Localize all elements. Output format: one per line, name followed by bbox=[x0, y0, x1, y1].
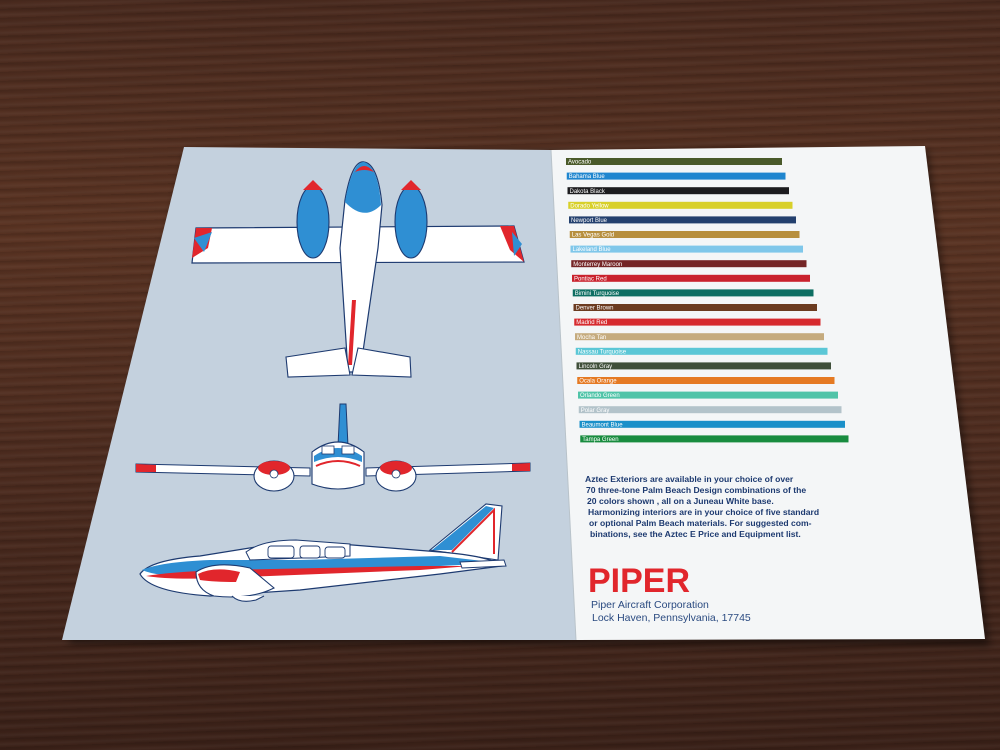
color-swatch-label: Bimini Turquoise bbox=[575, 291, 620, 297]
color-swatch-label: Ocala Orange bbox=[579, 379, 617, 385]
color-swatch-label: Bahama Blue bbox=[569, 174, 606, 180]
color-swatch-label: Polar Gray bbox=[581, 408, 610, 414]
left-panel bbox=[62, 147, 576, 640]
color-swatch-label: Avocado bbox=[568, 160, 592, 166]
color-swatch bbox=[566, 158, 782, 165]
color-swatch-label: Dorado Yellow bbox=[570, 203, 609, 209]
color-swatch bbox=[578, 391, 838, 399]
description-line: binations, see the Aztec E Price and Equ… bbox=[590, 529, 801, 539]
fold-line bbox=[550, 149, 577, 641]
color-swatch bbox=[580, 435, 849, 443]
color-swatch bbox=[572, 274, 810, 282]
color-swatch-label: Lakeland Blue bbox=[573, 247, 612, 253]
color-swatch-label: Madrid Red bbox=[576, 320, 607, 326]
plane-side-view bbox=[139, 503, 507, 602]
description-line: or optional Palm Beach materials. For su… bbox=[589, 518, 812, 528]
color-swatch-label: Dakota Black bbox=[570, 189, 606, 195]
color-swatch bbox=[576, 362, 831, 370]
color-swatch-label: Las Vegas Gold bbox=[572, 233, 614, 239]
color-swatch bbox=[567, 187, 789, 195]
color-swatch bbox=[569, 216, 796, 224]
color-swatch bbox=[573, 304, 817, 311]
color-swatch-label: Mocha Tan bbox=[577, 335, 606, 341]
color-swatch bbox=[575, 333, 824, 341]
company-address: Lock Haven, Pennsylvania, 17745 bbox=[592, 612, 751, 624]
company-name: Piper Aircraft Corporation bbox=[591, 599, 709, 611]
plane-front-view bbox=[135, 403, 531, 492]
color-swatch bbox=[578, 406, 842, 414]
color-swatch-label: Orlando Green bbox=[580, 393, 620, 399]
description-line: 20 colors shown , all on a Juneau White … bbox=[587, 496, 774, 506]
color-swatch bbox=[566, 172, 786, 180]
description-line: Harmonizing interiors are in your choice… bbox=[588, 507, 819, 517]
color-swatch-label: Lincoln Gray bbox=[579, 364, 613, 370]
description-line: Aztec Exteriors are available in your ch… bbox=[585, 474, 794, 484]
color-swatch-label: Monterrey Maroon bbox=[573, 262, 622, 268]
color-swatch bbox=[568, 201, 793, 209]
color-swatch bbox=[571, 260, 807, 268]
color-swatch-label: Denver Brown bbox=[576, 306, 614, 312]
color-swatch bbox=[570, 245, 803, 253]
plane-top-view bbox=[191, 161, 525, 378]
color-swatch-label: Beaumont Blue bbox=[582, 422, 624, 428]
color-swatch bbox=[579, 420, 845, 428]
color-swatch bbox=[577, 377, 835, 384]
color-swatch-label: Tampa Green bbox=[582, 437, 618, 443]
color-swatch bbox=[575, 347, 828, 355]
piper-logo: PIPER bbox=[588, 562, 690, 600]
color-swatch bbox=[574, 318, 821, 326]
color-swatch bbox=[569, 231, 800, 238]
description-line: 70 three-tone Palm Beach Design combinat… bbox=[586, 485, 806, 495]
color-swatch-label: Newport Blue bbox=[571, 218, 608, 224]
color-swatch bbox=[572, 289, 814, 297]
color-swatch-label: Pontiac Red bbox=[574, 276, 607, 282]
color-swatch-label: Nassau Turquoise bbox=[578, 349, 627, 355]
description-block: Aztec Exteriors are available in your ch… bbox=[585, 474, 819, 539]
